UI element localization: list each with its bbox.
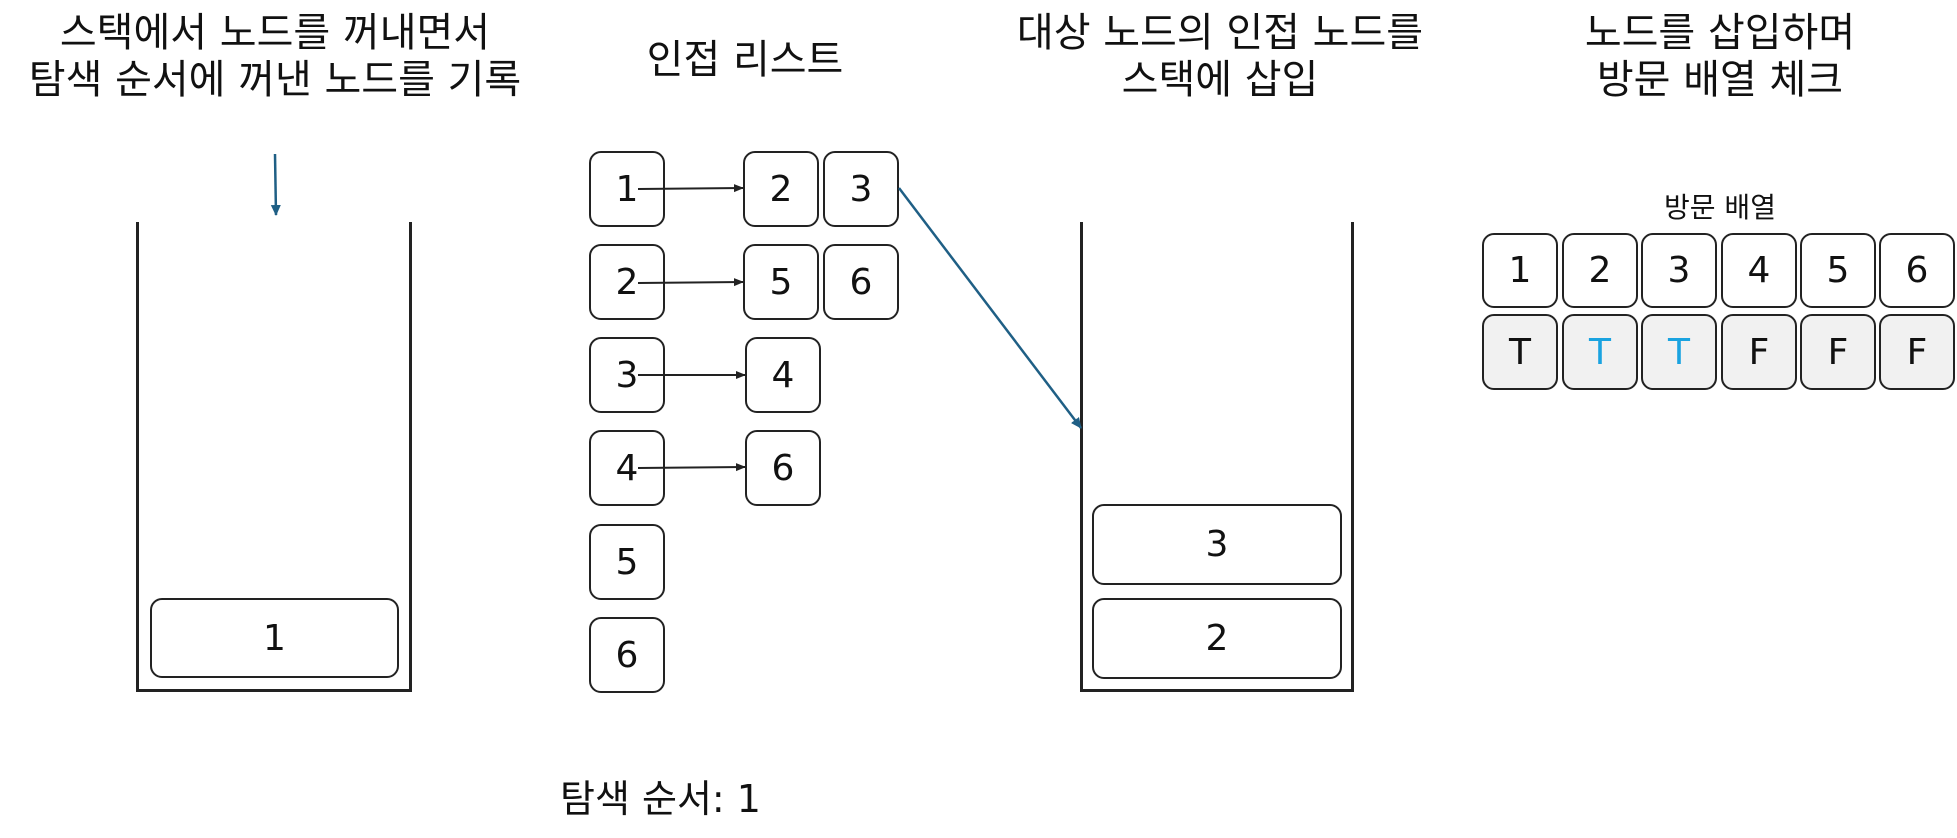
visited-index-5: 5: [1800, 233, 1876, 308]
adj-neighbor-1-b: 3: [823, 151, 899, 227]
adj-neighbor-1-a: 2: [743, 151, 819, 227]
adj-neighbor-2-b: 6: [823, 244, 899, 320]
visited-index-6: 6: [1879, 233, 1955, 308]
visit-title: 노드를 삽입하며 방문 배열 체크: [1540, 10, 1900, 104]
pop-title: 스택에서 노드를 꺼내면서 탐색 순서에 꺼낸 노드를 기록: [20, 10, 530, 104]
visited-index-2: 2: [1562, 233, 1638, 308]
pop-title-line1: 스택에서 노드를 꺼내면서: [59, 10, 491, 56]
adj-neighbor-label: 6: [771, 447, 795, 489]
visited-value-5: F: [1800, 314, 1876, 390]
visited-index-label: 1: [1508, 250, 1532, 291]
adj-node-label: 3: [615, 354, 639, 396]
visited-index-3: 3: [1641, 233, 1717, 308]
right-stack-item-top: 3: [1092, 504, 1342, 585]
push-title-line1: 대상 노드의 인접 노드를: [1016, 10, 1424, 56]
adj-neighbor-4-a: 6: [745, 430, 821, 506]
adj-node-label: 2: [615, 261, 639, 303]
push-title-line2: 스택에 삽입: [1121, 57, 1319, 103]
adj-neighbor-label: 4: [771, 354, 795, 396]
visited-array-label: 방문 배열: [1664, 191, 1776, 224]
visit-title-line1: 노드를 삽입하며: [1584, 10, 1856, 56]
visited-index-label: 4: [1747, 250, 1771, 291]
adj-neighbor-2-a: 5: [743, 244, 819, 320]
adj-node-2: 2: [589, 244, 665, 320]
adj-neighbor-label: 6: [849, 261, 873, 303]
visited-index-label: 5: [1826, 250, 1850, 291]
right-stack-item-bottom: 2: [1092, 598, 1342, 679]
adj-node-6: 6: [589, 617, 665, 693]
adj-node-label: 5: [615, 541, 639, 583]
left-stack-item-label: 1: [263, 617, 286, 659]
visited-index-1: 1: [1482, 233, 1558, 308]
adjacency-title: 인접 리스트: [600, 37, 890, 84]
adj-neighbor-3-a: 4: [745, 337, 821, 413]
visited-value-label: T: [1509, 331, 1531, 373]
search-order: 탐색 순서: 1: [560, 777, 761, 821]
visited-value-label: F: [1827, 331, 1849, 373]
left-stack-container: [136, 222, 412, 692]
visited-value-3: T: [1641, 314, 1717, 390]
visited-index-label: 2: [1588, 250, 1612, 291]
visited-value-1: T: [1482, 314, 1558, 390]
adjacency-title-text: 인접 리스트: [646, 37, 844, 83]
adj-neighbor-label: 3: [849, 168, 873, 210]
visited-value-6: F: [1879, 314, 1955, 390]
visited-value-label: T: [1589, 331, 1611, 373]
push-title: 대상 노드의 인접 노드를 스택에 삽입: [1000, 10, 1440, 104]
pop-arrow: [270, 153, 281, 216]
right-stack-item-label: 3: [1205, 524, 1229, 565]
adj-node-4: 4: [589, 430, 665, 506]
adj-node-label: 6: [615, 634, 639, 676]
visit-title-line2: 방문 배열 체크: [1596, 57, 1844, 103]
adj-node-3: 3: [589, 337, 665, 413]
adj-neighbor-label: 5: [769, 261, 793, 303]
adj-node-1: 1: [589, 151, 665, 227]
adj-node-label: 1: [615, 168, 639, 210]
right-stack-item-label: 2: [1205, 618, 1229, 659]
visited-value-label: F: [1748, 331, 1770, 373]
adj-node-5: 5: [589, 524, 665, 600]
visited-index-label: 6: [1905, 250, 1929, 291]
visited-value-label: F: [1906, 331, 1928, 373]
right-stack-container: [1080, 222, 1354, 692]
adj-node-label: 4: [615, 447, 639, 489]
visited-index-4: 4: [1721, 233, 1797, 308]
adj-neighbor-label: 2: [769, 168, 793, 210]
visited-value-2: T: [1562, 314, 1638, 390]
visited-index-label: 3: [1667, 250, 1691, 291]
visited-value-4: F: [1721, 314, 1797, 390]
visited-value-label: T: [1668, 331, 1690, 373]
left-stack-item: 1: [150, 598, 399, 678]
push-arrow: [898, 187, 1082, 429]
pop-title-line2: 탐색 순서에 꺼낸 노드를 기록: [28, 57, 522, 103]
